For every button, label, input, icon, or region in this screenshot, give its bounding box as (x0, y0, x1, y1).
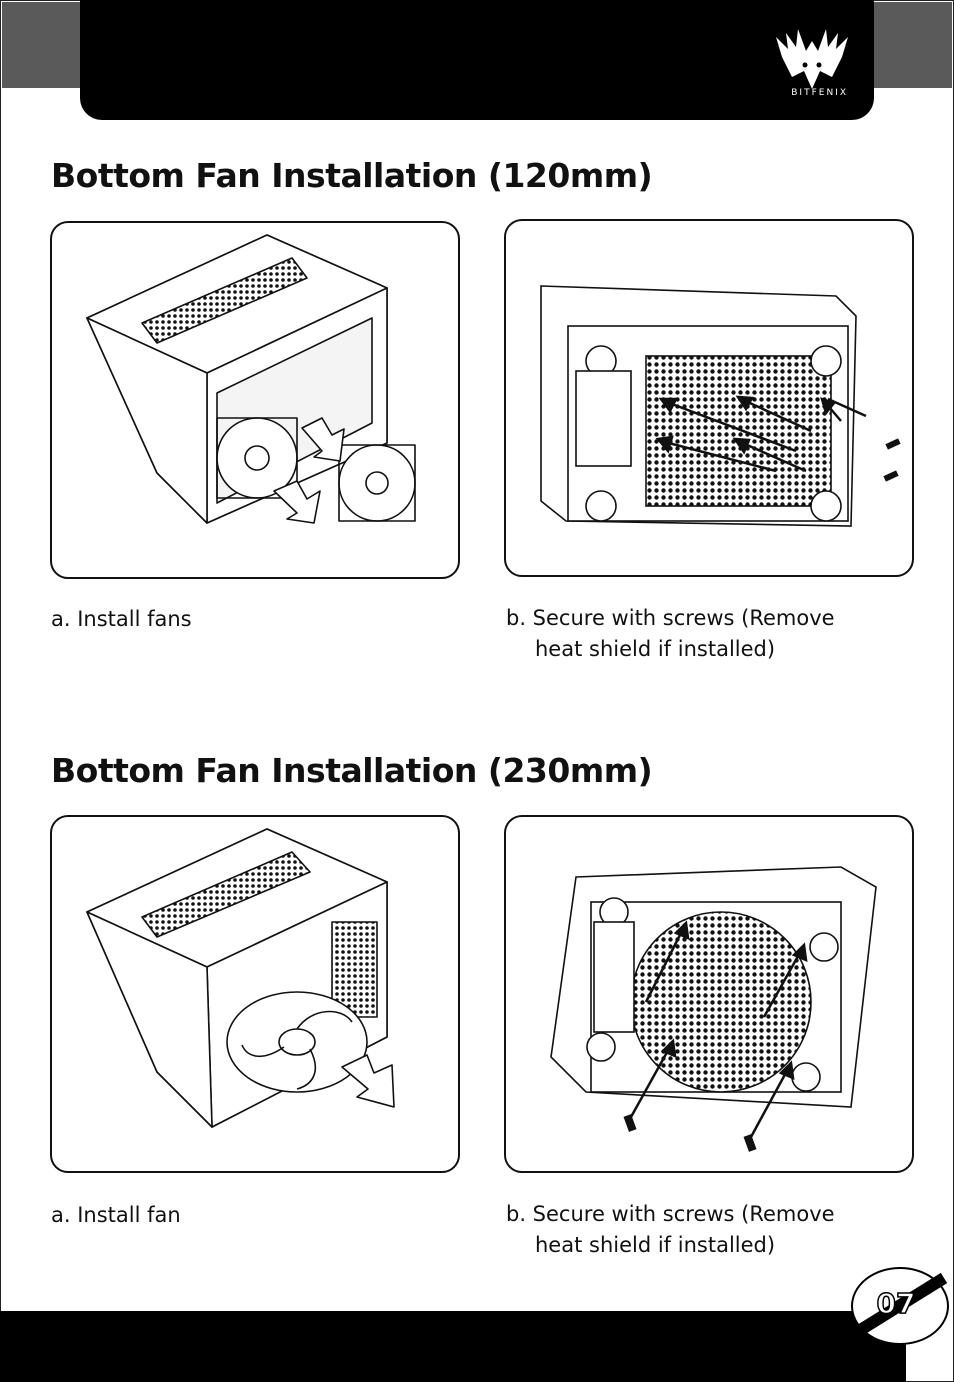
caption-line: a. Install fan (51, 1203, 181, 1227)
corner-accent-left (2, 2, 82, 88)
illustration-secure-screws-120 (504, 219, 914, 577)
page-number: 07 (876, 1286, 916, 1321)
case-bottom-screws-drawing (540, 285, 901, 527)
caption-step-b-120: b. Secure with screws (Remove heat shiel… (506, 603, 835, 665)
illustration-install-fans-120 (50, 221, 460, 579)
caption-step-a-230: a. Install fan (51, 1200, 181, 1231)
caption-line: heat shield if installed) (535, 637, 776, 661)
case-large-fan-drawing (86, 828, 395, 1128)
caption-step-b-230: b. Secure with screws (Remove heat shiel… (506, 1199, 835, 1261)
section-title-230mm: Bottom Fan Installation (230mm) (51, 751, 653, 790)
illustration-secure-screws-230 (504, 815, 914, 1173)
caption-line: b. Secure with screws (Remove (506, 1202, 835, 1226)
bitfenix-logo-icon (776, 29, 848, 89)
section-title-120mm: Bottom Fan Installation (120mm) (51, 156, 653, 195)
page-badge-icon (850, 1267, 949, 1345)
case-bottom-large-fan-drawing (550, 866, 877, 1152)
caption-line: a. Install fans (51, 607, 192, 631)
caption-line: b. Secure with screws (Remove (506, 606, 835, 630)
footer-bar (0, 1311, 906, 1382)
caption-step-a-120: a. Install fans (51, 604, 192, 635)
header-bar: BITFENIX (80, 0, 874, 120)
corner-accent-right (872, 2, 952, 88)
caption-line: heat shield if installed) (535, 1233, 776, 1257)
case-fans-drawing (86, 234, 416, 524)
illustration-install-fan-230 (50, 815, 460, 1173)
brand-wordmark: BITFENIX (791, 88, 848, 98)
